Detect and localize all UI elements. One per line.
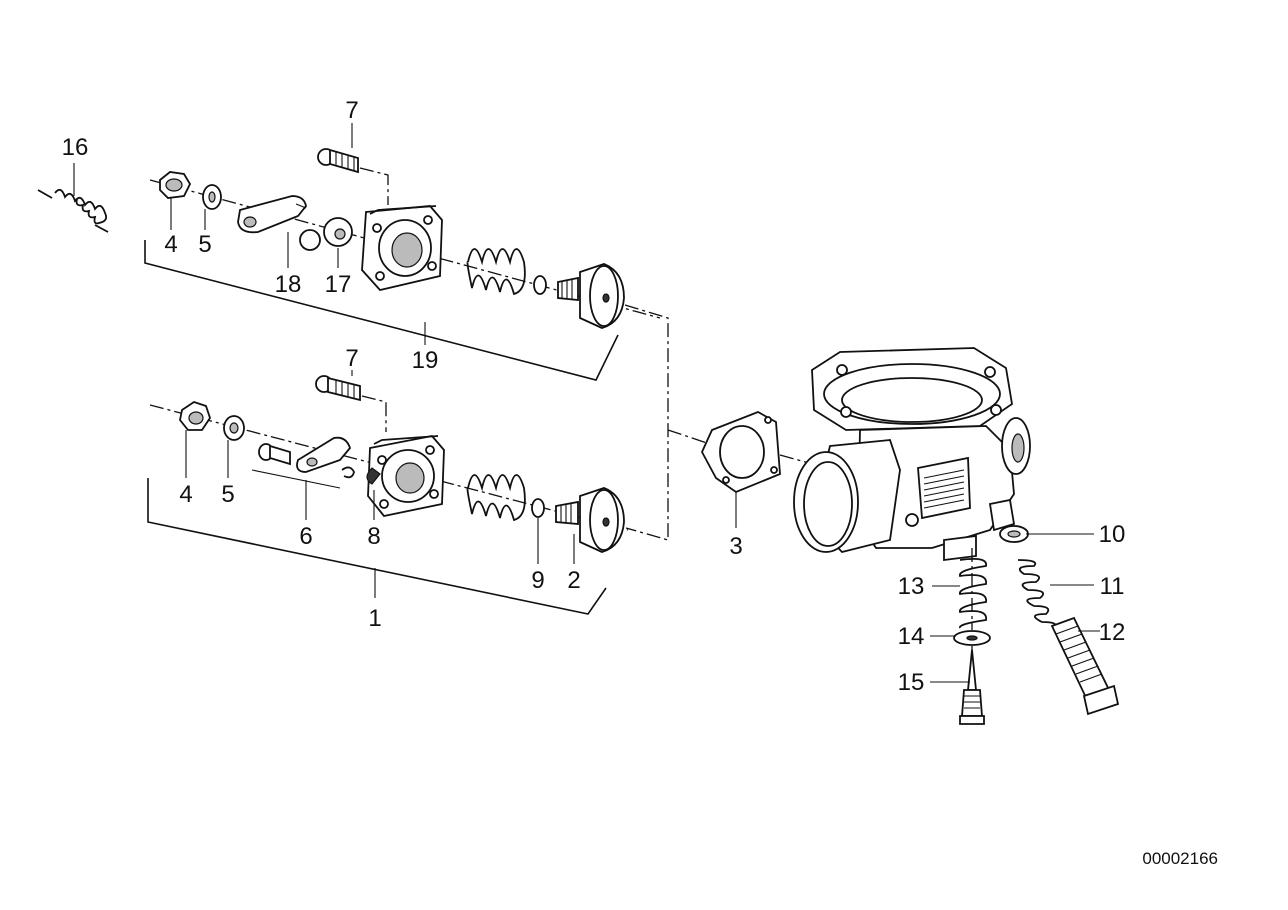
part-2-piston bbox=[555, 487, 625, 553]
callout-9: 9 bbox=[531, 567, 544, 594]
part-5-washer-lower bbox=[223, 415, 245, 441]
callout-5-lower: 5 bbox=[221, 481, 234, 508]
bracket-6 bbox=[251, 469, 341, 489]
callout-5-upper: 5 bbox=[198, 231, 211, 258]
part-7-screw-lower bbox=[315, 375, 361, 402]
screw-path-upper bbox=[359, 167, 389, 205]
part-4-nut-upper bbox=[159, 171, 192, 199]
part-15-needle bbox=[959, 649, 985, 725]
part-16-spring bbox=[37, 188, 109, 233]
callout-13: 13 bbox=[898, 573, 925, 600]
part-13-spring bbox=[959, 557, 987, 629]
callout-10: 10 bbox=[1099, 521, 1126, 548]
piston-upper bbox=[557, 263, 625, 329]
callout-14: 14 bbox=[898, 623, 925, 650]
part-10-washer bbox=[999, 525, 1029, 543]
washer-upper-small bbox=[533, 275, 547, 295]
callout-19: 19 bbox=[412, 347, 439, 374]
part-11-spring bbox=[1017, 559, 1057, 629]
callout-7-upper: 7 bbox=[345, 97, 358, 124]
upper-assembly bbox=[37, 123, 661, 381]
bracket-1 bbox=[147, 478, 607, 615]
callout-8: 8 bbox=[367, 523, 380, 550]
part-3-gasket bbox=[700, 411, 781, 494]
part-5-washer-upper bbox=[202, 184, 222, 210]
callout-6: 6 bbox=[299, 523, 312, 550]
callout-12: 12 bbox=[1099, 619, 1126, 646]
bracket-19 bbox=[144, 240, 619, 381]
callout-1: 1 bbox=[368, 605, 381, 632]
callout-7-lower: 7 bbox=[345, 345, 358, 372]
part-18-lever bbox=[237, 195, 307, 234]
diaphragm-cover-lower bbox=[366, 435, 445, 517]
diaphragm-spring-upper bbox=[466, 248, 526, 296]
part-4-nut-lower bbox=[179, 401, 211, 431]
diaphragm-cover-upper bbox=[361, 205, 443, 291]
callout-16: 16 bbox=[62, 134, 89, 161]
part-17-clip bbox=[299, 217, 353, 251]
callout-4-upper: 4 bbox=[164, 231, 177, 258]
part-14-washer bbox=[953, 630, 991, 646]
callout-18: 18 bbox=[275, 271, 302, 298]
document-number: 00002166 bbox=[1142, 849, 1218, 868]
part-12-adjusting-screw bbox=[1050, 616, 1120, 716]
callout-17: 17 bbox=[325, 271, 352, 298]
callout-4-lower: 4 bbox=[179, 481, 192, 508]
carburetor-body bbox=[793, 347, 1031, 562]
diaphragm-spring-lower bbox=[466, 474, 526, 522]
callout-15: 15 bbox=[898, 669, 925, 696]
screw-path-lower bbox=[361, 395, 387, 432]
part-9-washer bbox=[531, 498, 545, 518]
callout-3: 3 bbox=[729, 533, 742, 560]
connector-dash-mid bbox=[667, 429, 711, 445]
upper-axis-line bbox=[149, 179, 661, 319]
lower-assembly bbox=[147, 370, 629, 615]
connector-dash bbox=[624, 304, 669, 541]
callout-11: 11 bbox=[1100, 573, 1125, 600]
part-7-screw-upper bbox=[317, 148, 359, 174]
part-6-screw-lever bbox=[258, 436, 355, 479]
callout-2: 2 bbox=[567, 567, 580, 594]
